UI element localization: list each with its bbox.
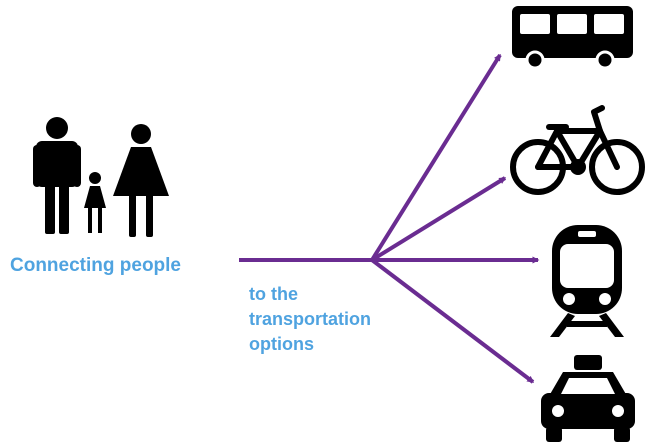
arrow-group <box>239 53 540 384</box>
bus-icon <box>512 6 633 70</box>
right-caption-line-3: options <box>249 334 314 354</box>
arrow-to-bus <box>370 53 502 262</box>
left-caption: Connecting people <box>10 255 181 276</box>
taxi-icon <box>541 355 635 442</box>
bicycle-icon <box>510 105 645 195</box>
right-caption-line-2: transportation <box>249 309 372 329</box>
arrow-to-bicycle <box>370 176 507 262</box>
arrow-to-taxi <box>370 258 535 384</box>
right-caption-line-1: to the <box>249 284 298 304</box>
family-icon <box>33 117 169 237</box>
right-caption: to the transportation options <box>249 282 371 357</box>
train-icon <box>550 225 624 337</box>
